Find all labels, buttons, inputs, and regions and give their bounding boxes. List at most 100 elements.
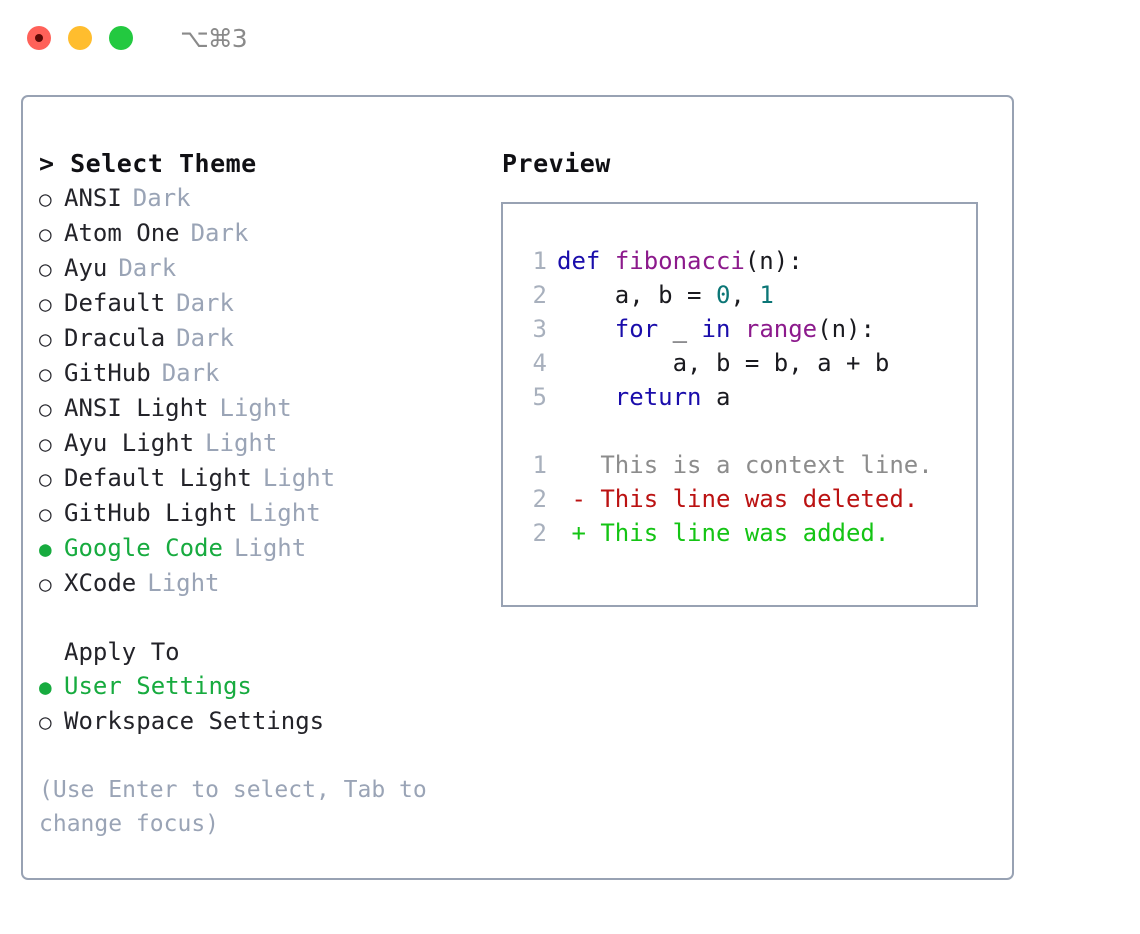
theme-name-label: Default Light xyxy=(64,464,252,492)
radio-unselected-icon: ○ xyxy=(39,327,52,351)
title-bar: ⌥⌘3 xyxy=(0,0,1140,76)
code-line-text: - This line was deleted. xyxy=(557,482,918,516)
code-token-plain xyxy=(557,315,615,343)
code-token-kw: in xyxy=(701,315,731,343)
code-token-kw: return xyxy=(614,383,702,411)
theme-kind-badge: Dark xyxy=(190,219,249,247)
code-token-plain: , xyxy=(730,281,760,309)
code-line: 4 a, b = b, a + b xyxy=(517,346,976,380)
theme-list-item[interactable]: ○ Ayu Dark xyxy=(39,251,501,286)
theme-kind-badge: Dark xyxy=(176,289,234,317)
radio-unselected-icon: ○ xyxy=(39,467,52,491)
code-line: 3 for _ in range(n): xyxy=(517,312,976,346)
code-line: 2 a, b = 0, 1 xyxy=(517,278,976,312)
code-token-plain xyxy=(600,247,614,275)
code-token-kw: def xyxy=(557,247,601,275)
keyboard-hint-text: (Use Enter to select, Tab to change focu… xyxy=(39,777,427,837)
theme-name-label: Ayu xyxy=(64,254,108,282)
maximize-window-icon[interactable] xyxy=(109,26,133,50)
theme-kind-badge: Dark xyxy=(132,184,191,212)
recording-indicator-dot xyxy=(35,34,43,42)
line-number: 5 xyxy=(532,383,547,411)
theme-kind-badge: Light xyxy=(248,499,321,527)
apply-to-header: Apply To xyxy=(64,638,180,666)
apply-to-label: User Settings xyxy=(64,672,252,700)
theme-name-label: Ayu Light xyxy=(64,429,195,457)
theme-name-label: ANSI Light xyxy=(64,394,209,422)
code-token-plain: a, b = b, a + b xyxy=(557,349,890,377)
close-window-icon[interactable] xyxy=(27,26,51,50)
code-token-del: - This line was deleted. xyxy=(557,485,919,513)
code-token-ctx: This is a context line. xyxy=(557,451,933,479)
preview-title: Preview xyxy=(502,149,611,178)
radio-unselected-icon: ○ xyxy=(39,187,52,211)
radio-unselected-icon: ○ xyxy=(39,257,52,281)
theme-name-label: Default xyxy=(64,289,166,317)
section-spacer xyxy=(39,601,501,635)
radio-unselected-icon: ○ xyxy=(39,432,52,456)
select-theme-header: > Select Theme xyxy=(39,149,257,178)
code-line-text: + This line was added. xyxy=(557,516,889,550)
theme-kind-badge: Light xyxy=(262,464,336,492)
theme-kind-badge: Dark xyxy=(118,254,177,282)
theme-list-item[interactable]: ○ Default Light Light xyxy=(39,461,501,496)
theme-name-label: Dracula xyxy=(64,324,166,352)
theme-list-item[interactable]: ● Google Code Light xyxy=(39,531,501,566)
radio-unselected-icon: ○ xyxy=(39,710,52,734)
code-line: 5 return a xyxy=(517,380,976,414)
line-number: 2 xyxy=(532,485,547,513)
window-shortcut-label: ⌥⌘3 xyxy=(180,23,248,53)
apply-to-label: Workspace Settings xyxy=(64,707,325,735)
radio-unselected-icon: ○ xyxy=(39,397,52,421)
theme-kind-badge: Dark xyxy=(161,359,220,387)
radio-unselected-icon: ○ xyxy=(39,222,52,246)
radio-selected-icon: ● xyxy=(39,675,52,699)
code-token-fn: fibonacci xyxy=(614,247,745,275)
theme-name-label: Google Code xyxy=(64,534,223,562)
code-token-fn: range xyxy=(744,315,818,343)
code-line-text: for _ in range(n): xyxy=(557,312,875,346)
radio-unselected-icon: ○ xyxy=(39,572,52,596)
code-token-num: 1 xyxy=(759,281,774,309)
code-token-plain xyxy=(557,383,615,411)
line-number: 1 xyxy=(532,247,547,275)
code-token-plain: (n): xyxy=(817,315,875,343)
theme-kind-badge: Dark xyxy=(176,324,234,352)
code-line-text: This is a context line. xyxy=(557,448,933,482)
line-number: 1 xyxy=(532,451,547,479)
code-line-text: a, b = b, a + b xyxy=(557,346,890,380)
apply-to-option[interactable]: ● User Settings xyxy=(39,669,501,704)
diff-line: 2 + This line was added. xyxy=(517,516,976,550)
minimize-window-icon[interactable] xyxy=(68,26,92,50)
theme-name-label: ANSI xyxy=(64,184,122,212)
theme-kind-badge: Light xyxy=(233,534,307,562)
code-line-text: a, b = 0, 1 xyxy=(557,278,774,312)
radio-selected-icon: ● xyxy=(39,537,52,561)
theme-name-label: GitHub Light xyxy=(64,499,238,527)
code-token-plain: a, b = xyxy=(557,281,716,309)
line-number: 2 xyxy=(532,281,547,309)
radio-unselected-icon: ○ xyxy=(39,502,52,526)
theme-list-item[interactable]: ○ ANSI Dark xyxy=(39,181,501,216)
theme-list-item[interactable]: ○ GitHub Light Light xyxy=(39,496,501,531)
theme-name-label: XCode xyxy=(64,569,137,597)
line-number: 3 xyxy=(532,315,547,343)
apply-to-option[interactable]: ○ Workspace Settings xyxy=(39,704,501,739)
diff-line: 1 This is a context line. xyxy=(517,448,976,482)
code-token-kw: for xyxy=(614,315,659,343)
code-token-plain xyxy=(730,315,744,343)
theme-list-item[interactable]: ○ Dracula Dark xyxy=(39,321,501,356)
